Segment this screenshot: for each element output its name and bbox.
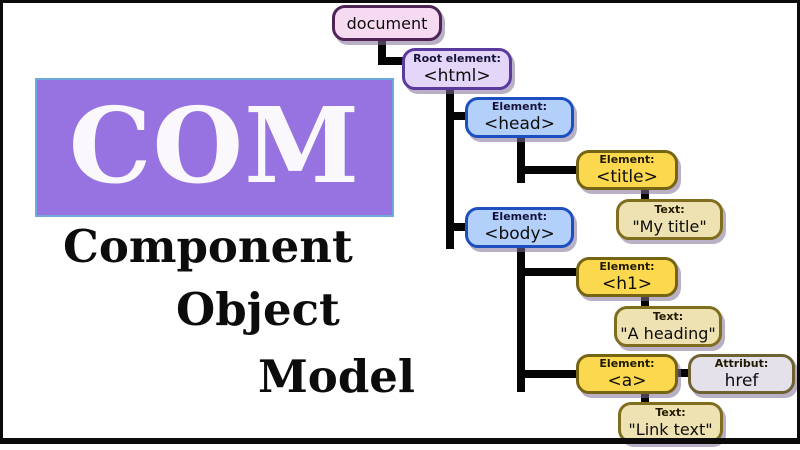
- node-a-heading-label: Text:: [652, 309, 684, 323]
- node-head-label: Element:: [491, 100, 548, 114]
- node-href-value: href: [724, 370, 759, 391]
- node-html-label: Root element:: [413, 51, 501, 65]
- connector-head-trunk: [517, 136, 525, 183]
- connector-to-title: [523, 166, 579, 174]
- connector-title-to-text: [641, 188, 649, 201]
- connector-a-to-text: [641, 392, 649, 404]
- node-body-label: Element:: [491, 210, 548, 224]
- node-text-a-heading: Text: "A heading": [614, 306, 722, 347]
- node-a-label: Element:: [599, 356, 655, 370]
- connector-to-head: [452, 112, 468, 120]
- connector-to-body: [452, 223, 468, 231]
- node-attribute-href: Attribut: href: [688, 354, 795, 394]
- com-acronym: COM: [68, 83, 361, 207]
- node-link-text-label: Text:: [655, 405, 686, 419]
- node-h1-value: <h1>: [601, 273, 653, 294]
- brand-title-line-3: Model: [258, 350, 416, 403]
- node-link-text-value: "Link text": [628, 420, 713, 439]
- node-a-heading-value: "A heading": [620, 324, 716, 343]
- connector-a-to-attribute: [675, 369, 691, 377]
- node-element-a: Element: <a>: [576, 354, 678, 394]
- node-document-value: document: [346, 13, 428, 33]
- node-head-value: <head>: [484, 114, 555, 135]
- node-href-label: Attribut:: [714, 356, 769, 370]
- node-title-label: Element:: [599, 152, 655, 166]
- brand-title-line-1: Component: [63, 220, 353, 273]
- node-document: document: [332, 5, 442, 41]
- node-title-value: <title>: [596, 166, 658, 187]
- node-body-value: <body>: [484, 224, 555, 245]
- node-root-element-html: Root element: <html>: [402, 48, 512, 90]
- node-my-title-value: "My title": [632, 217, 707, 236]
- node-element-body: Element: <body>: [465, 207, 574, 248]
- node-a-value: <a>: [607, 370, 647, 391]
- node-element-title: Element: <title>: [576, 150, 678, 190]
- brand-title-line-2: Object: [176, 283, 340, 336]
- node-element-head: Element: <head>: [465, 97, 574, 138]
- connector-to-a: [523, 370, 579, 378]
- node-my-title-label: Text:: [654, 202, 685, 216]
- node-text-my-title: Text: "My title": [616, 199, 723, 240]
- connector-html-trunk: [446, 88, 454, 249]
- connector-to-h1: [523, 268, 579, 276]
- connector-document-vertical: [378, 38, 386, 65]
- connector-document-to-html: [378, 57, 405, 65]
- node-element-h1: Element: <h1>: [576, 257, 678, 297]
- node-text-link-text: Text: "Link text": [618, 402, 723, 443]
- node-html-value: <html>: [423, 65, 491, 86]
- connector-body-trunk: [517, 246, 525, 392]
- connector-h1-to-text: [641, 295, 649, 308]
- com-badge: COM: [35, 78, 394, 217]
- node-h1-label: Element:: [599, 259, 655, 273]
